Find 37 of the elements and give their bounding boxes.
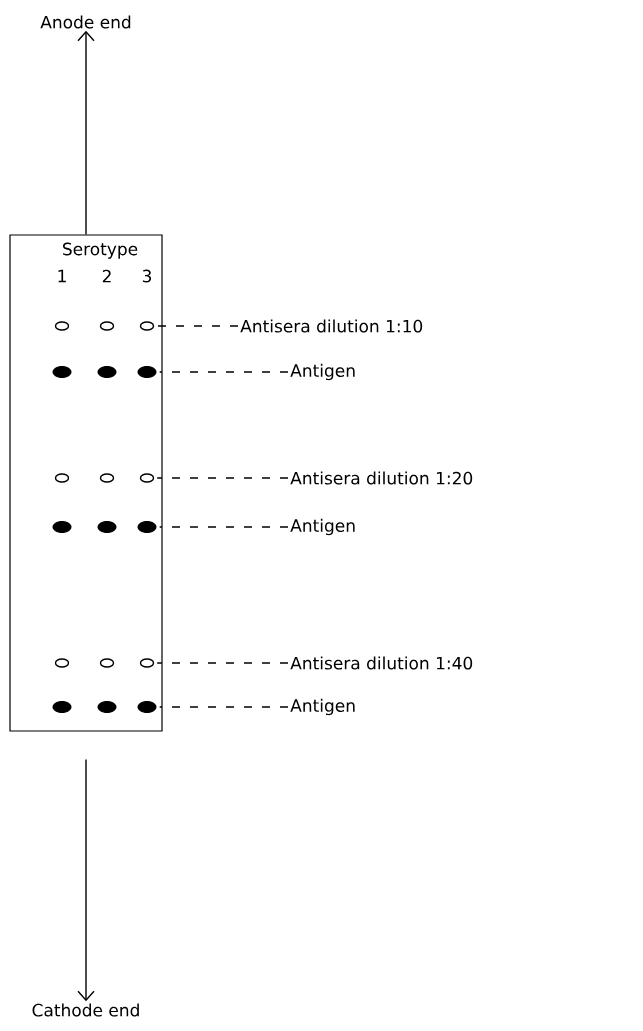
antigen-spot: [97, 701, 117, 713]
leader-line: [156, 662, 289, 664]
antigen-spot: [97, 366, 117, 378]
antigen-spot: [52, 366, 72, 378]
arrow: [77, 30, 95, 236]
leader-line: [159, 371, 289, 373]
electrode-label: Anode end: [40, 15, 131, 29]
leader-line: [156, 477, 289, 479]
column-number: 3: [142, 269, 152, 283]
leader-line: [159, 706, 289, 708]
well: [54, 321, 70, 331]
well: [139, 658, 155, 668]
antigen-spot: [52, 521, 72, 533]
leader-line: [156, 325, 239, 327]
row-label: Antigen: [290, 518, 355, 536]
column-number: 1: [58, 269, 66, 283]
row-label: Antisera dilution 1:20: [290, 471, 473, 485]
antigen-spot: [137, 701, 157, 713]
column-number: 2: [102, 269, 111, 283]
well: [54, 658, 70, 668]
well: [139, 321, 155, 331]
well: [99, 321, 115, 331]
well: [99, 658, 115, 668]
antigen-spot: [137, 366, 157, 378]
row-label: Antisera dilution 1:40: [290, 656, 473, 670]
antigen-spot: [97, 521, 117, 533]
row-label: Antisera dilution 1:10: [240, 319, 423, 333]
well: [99, 473, 115, 483]
arrow: [77, 758, 95, 1002]
antigen-spot: [52, 701, 72, 713]
antigen-spot: [137, 521, 157, 533]
leader-line: [159, 526, 289, 528]
row-label: Antigen: [290, 698, 355, 716]
electrode-label: Cathode end: [32, 1003, 139, 1017]
well: [139, 473, 155, 483]
row-label: Antigen: [290, 363, 355, 381]
well: [54, 473, 70, 483]
